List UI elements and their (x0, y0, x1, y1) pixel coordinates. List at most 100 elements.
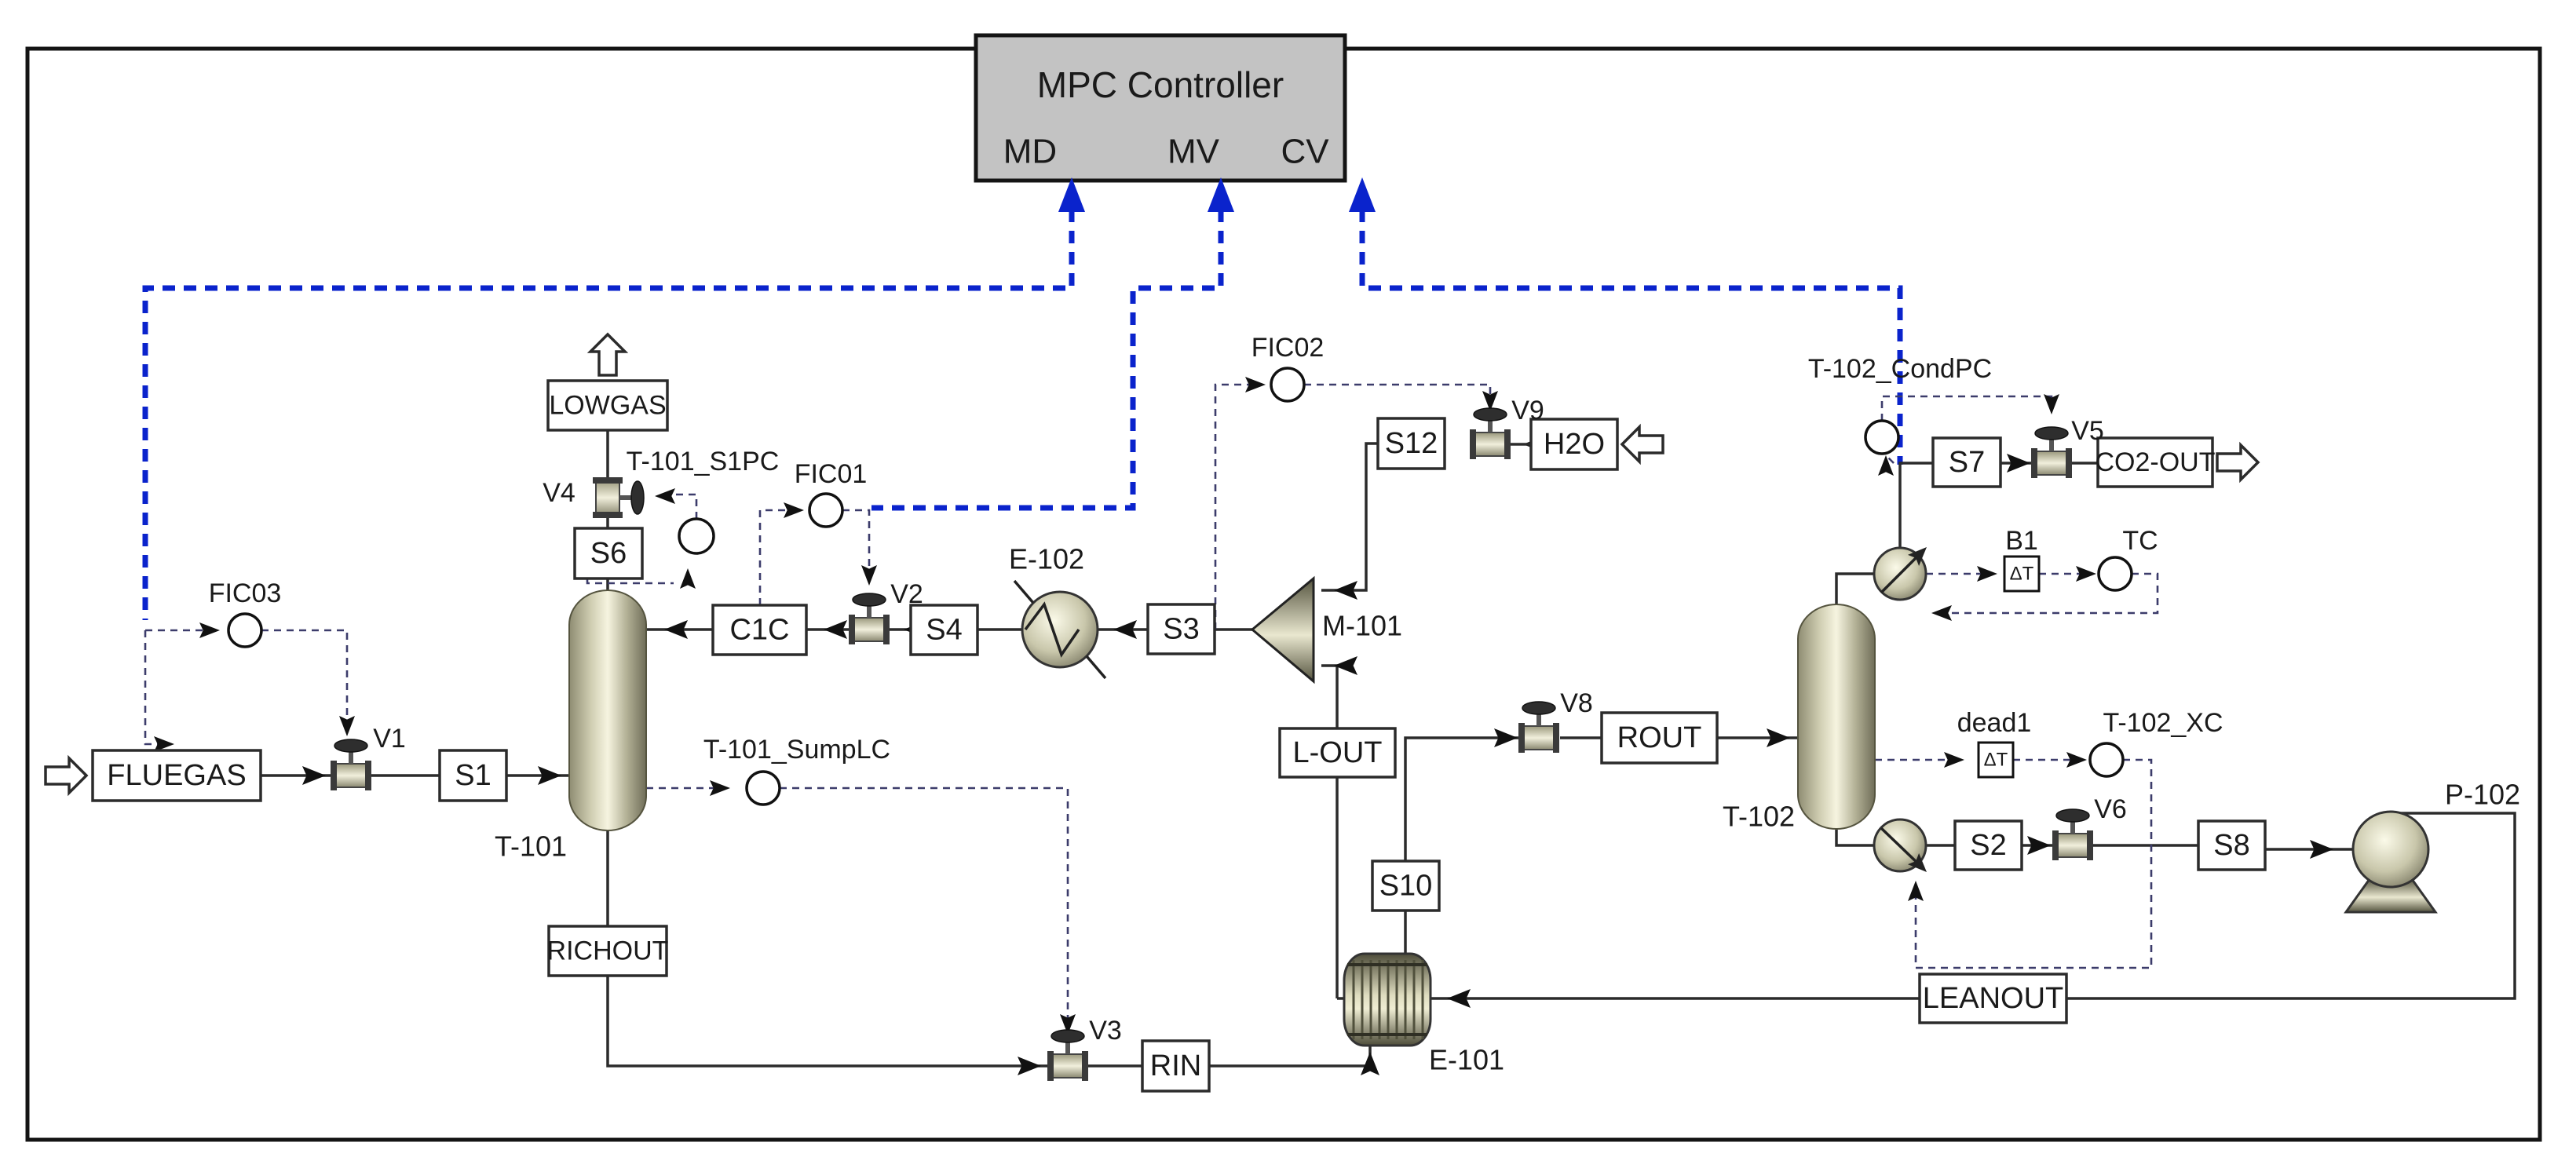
instrument-label: FIC01 (795, 459, 868, 489)
control-signal-line (1214, 377, 1266, 630)
instrument-label: T-101_SumpLC (703, 735, 890, 765)
flow-line (2066, 812, 2516, 1000)
valve-v6[interactable]: V6 (2052, 794, 2127, 860)
instrument-tc[interactable]: TC (2097, 526, 2158, 592)
valve-v8[interactable]: V8 (1518, 688, 1593, 753)
signal-arrowhead (710, 780, 730, 796)
stream-box-rin[interactable]: RIN (1141, 1039, 1211, 1093)
stream-box-s6[interactable]: S6 (573, 527, 644, 580)
valve-v4[interactable]: V4 (543, 477, 645, 518)
flow-line (806, 620, 852, 639)
stream-box-l-out[interactable]: L-OUT (1278, 727, 1397, 779)
column-t-101[interactable]: T-101 (495, 589, 647, 863)
control-signal-line (842, 509, 877, 586)
lowgas-out-arrow[interactable] (586, 332, 629, 377)
valve-v1[interactable]: V1 (331, 724, 406, 790)
stream-box-fluegas[interactable]: FLUEGAS (91, 749, 262, 802)
signal-arrowhead (655, 488, 675, 504)
signal-arrowhead (1482, 391, 1498, 411)
instrument-t-101_sumplc[interactable]: T-101_SumpLC (703, 735, 890, 806)
signal-arrowhead (2066, 752, 2087, 768)
flow-line (1404, 728, 1526, 861)
signal-arrowhead (861, 565, 877, 586)
instrument-t-102_condpc[interactable]: T-102_CondPC (1808, 354, 1992, 455)
condenser-t-102[interactable] (1873, 542, 1932, 601)
valve-v2[interactable]: V2 (849, 579, 923, 644)
signal-arrowhead (1944, 752, 1964, 768)
control-signal-line (144, 630, 174, 752)
stream-box-s12[interactable]: S12 (1376, 417, 1446, 470)
cv-signal (1349, 177, 1903, 465)
valve-label: V2 (890, 579, 923, 609)
flow-arrowhead (1334, 581, 1357, 600)
column-t-102[interactable]: T-102 (1723, 604, 1876, 833)
instrument-fic02[interactable]: FIC02 (1251, 333, 1325, 403)
stream-label: LEANOUT (1923, 982, 2063, 1015)
stream-box-c1c[interactable]: C1C (711, 604, 808, 656)
co2-out-arrow[interactable] (2216, 441, 2260, 484)
valve-v5[interactable]: V5 (2031, 416, 2104, 478)
instrument-fic03[interactable]: FIC03 (209, 578, 282, 648)
stream-box-s8[interactable]: S8 (2197, 819, 2267, 871)
reboiler-t-102[interactable] (1873, 818, 1932, 878)
flow-arrowhead (824, 620, 847, 639)
flow-arrowhead (1018, 1057, 1041, 1075)
stream-label: S7 (1949, 446, 1985, 479)
stream-box-s4[interactable]: S4 (909, 604, 979, 656)
cv-signal-arrowhead (1349, 177, 1376, 212)
instrument-label: TC (2122, 526, 2158, 556)
flow-line (1321, 442, 1378, 600)
stream-label: S6 (590, 537, 627, 570)
fluegas-feed-arrow[interactable] (44, 754, 89, 797)
flow-line (2022, 836, 2055, 855)
stream-label: H2O (1544, 428, 1605, 461)
stream-label: S2 (1970, 829, 2006, 862)
valve-v3[interactable]: V3 (1047, 1016, 1122, 1081)
instrument-fic01[interactable]: FIC01 (795, 459, 868, 528)
stream-box-richout[interactable]: RICHOUT (547, 925, 669, 977)
stream-box-s7[interactable]: S7 (1931, 436, 2002, 488)
stream-label: S10 (1379, 870, 1433, 903)
instrument-t-102_xc[interactable]: T-102_XC (2088, 708, 2223, 778)
heat-exchanger-e-101[interactable]: E-101 (1343, 952, 1504, 1076)
stream-box-rout[interactable]: ROUT (1600, 711, 1719, 765)
instrument-t-101_s1pc[interactable]: T-101_S1PC (627, 447, 780, 555)
flow-line (1835, 572, 1874, 604)
stream-label: S3 (1163, 613, 1199, 646)
stream-label: CO2-OUT (2096, 447, 2216, 477)
stream-label: ROUT (1617, 721, 1702, 754)
stream-box-leanout[interactable]: LEANOUT (1918, 973, 2068, 1024)
flow-line (1717, 728, 1798, 747)
stream-box-s1[interactable]: S1 (438, 749, 508, 802)
stream-box-h2o[interactable]: H2O (1529, 418, 1619, 471)
flow-line (606, 830, 1050, 1075)
control-signal-line (1880, 394, 2059, 421)
stream-box-s10[interactable]: S10 (1371, 860, 1441, 912)
mixer-m-101[interactable]: M-101 (1250, 575, 1402, 684)
column-label: T-102 (1723, 801, 1795, 833)
stream-label: C1C (729, 614, 789, 647)
stream-box-s2[interactable]: S2 (1953, 819, 2023, 871)
heat-exchanger-e-102[interactable]: E-102 (1009, 543, 1107, 680)
exchanger-label: E-101 (1429, 1044, 1504, 1076)
stream-label: LOWGAS (549, 391, 666, 421)
mixer-label: M-101 (1322, 610, 1402, 642)
deadtime-label: dead1 (1957, 708, 2032, 738)
valve-v9[interactable]: V9 (1470, 396, 1544, 459)
stream-box-s3[interactable]: S3 (1146, 603, 1216, 655)
stream-box-co2-out[interactable]: CO2-OUT (2096, 436, 2216, 488)
h2o-feed-arrow[interactable] (1620, 423, 1664, 465)
signal-arrowhead (1245, 377, 1266, 392)
flow-line (1898, 462, 1933, 548)
control-signal-line (586, 568, 696, 589)
stream-box-lowgas[interactable]: LOWGAS (546, 379, 669, 432)
control-signal-line (2013, 752, 2087, 768)
valve-label: V8 (1560, 688, 1593, 718)
mpc-title: MPC Controller (1037, 64, 1284, 105)
pump-p-102[interactable]: P-102 (2344, 779, 2520, 914)
stream-label: S8 (2213, 829, 2249, 862)
